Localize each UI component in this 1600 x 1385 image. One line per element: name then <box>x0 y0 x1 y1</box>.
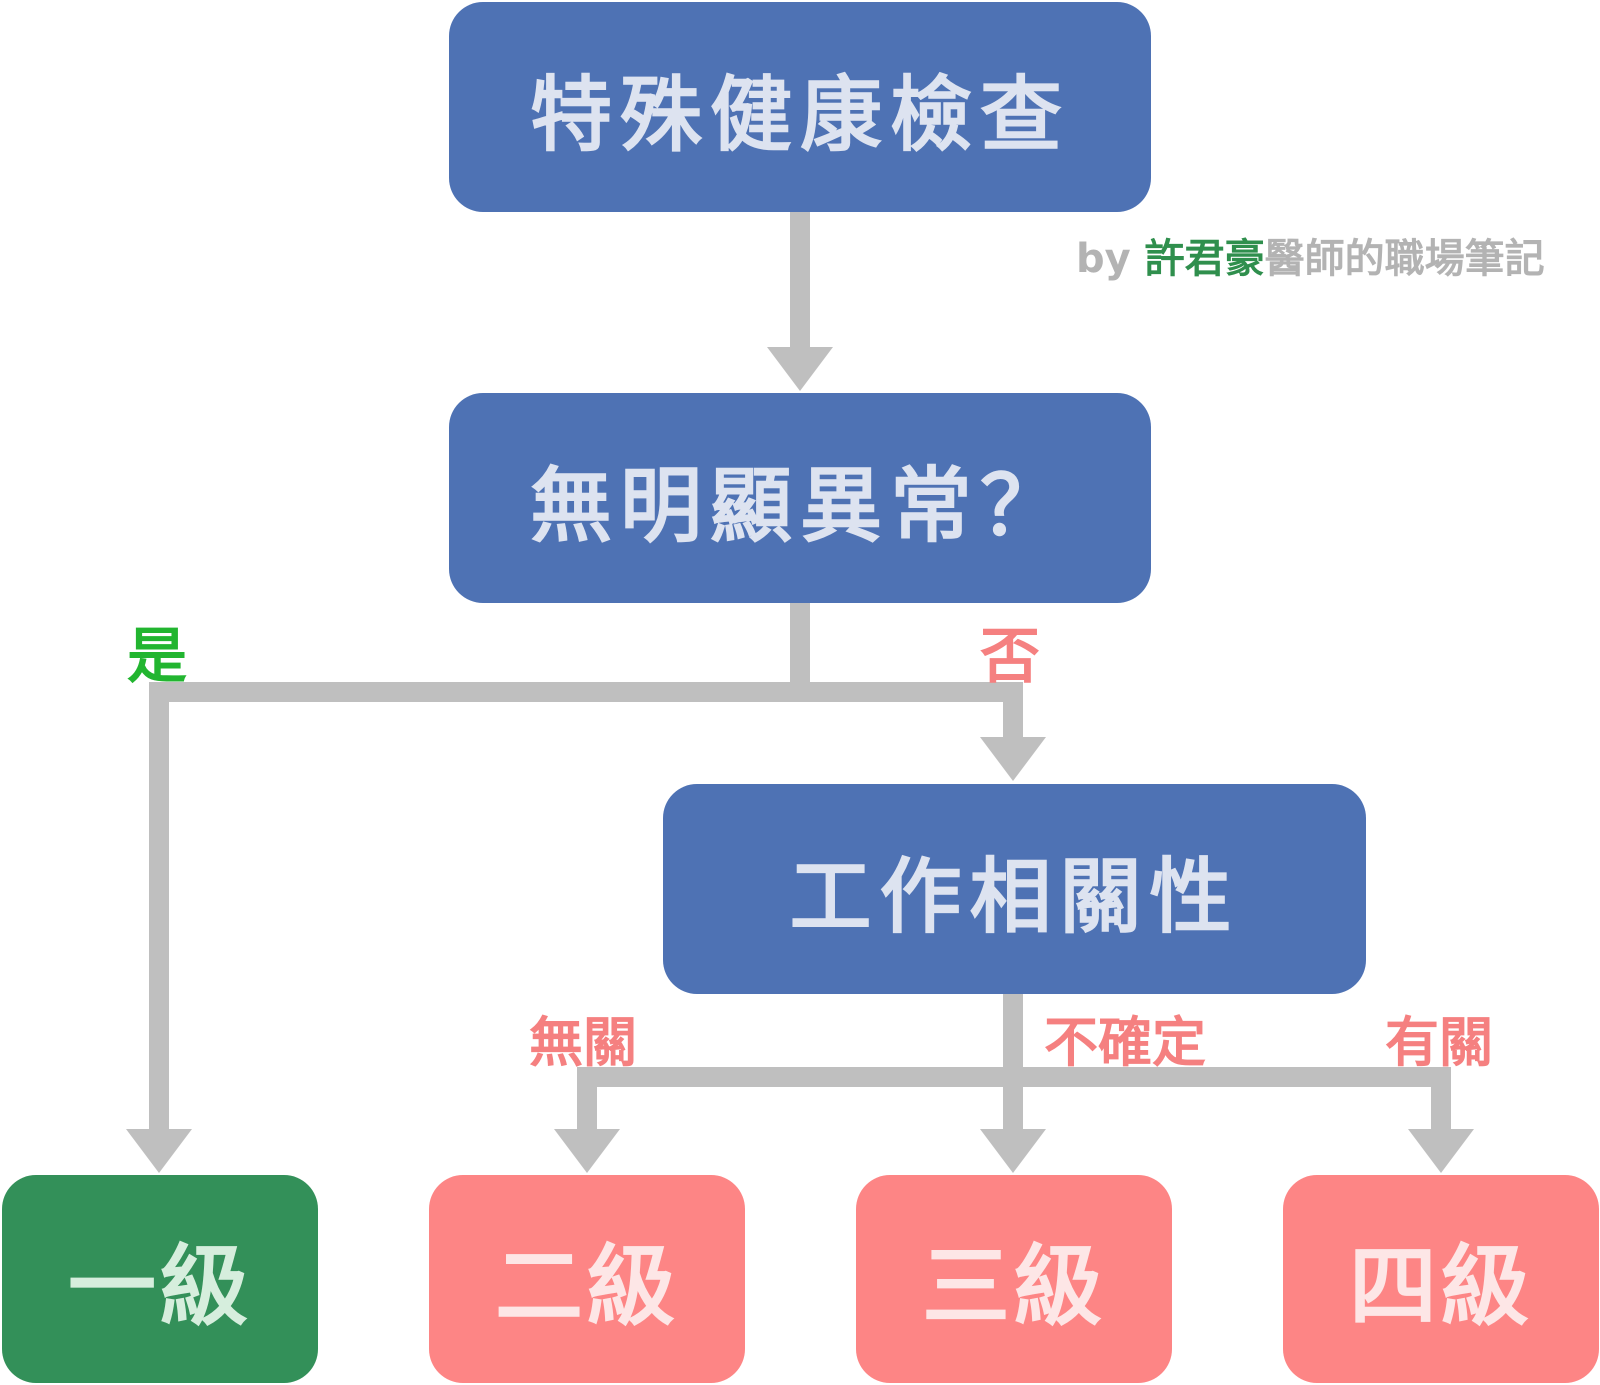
connector-no-branch <box>800 682 1023 742</box>
branch-label-unrelated: 無關 <box>529 1011 637 1074</box>
level3-label: 三級 <box>921 1234 1106 1338</box>
question-box-label: 無明顯異常？ <box>529 458 1070 554</box>
credit-prefix: by <box>1076 236 1131 282</box>
credit-suffix: 醫師的職場筆記 <box>1264 236 1545 282</box>
relevance-box-label: 工作相關性 <box>789 849 1240 945</box>
level4-box: 四級 <box>1283 1175 1599 1383</box>
level2-box: 二級 <box>429 1175 745 1383</box>
branch-label-related: 有關 <box>1385 1011 1493 1074</box>
connector-relevance-branches <box>577 1067 1451 1130</box>
author-credit: by 許君豪醫師的職場筆記 <box>1076 226 1545 284</box>
title-box-label: 特殊健康檢查 <box>529 67 1070 163</box>
level3-box: 三級 <box>856 1175 1172 1383</box>
title-box: 特殊健康檢查 <box>449 2 1151 212</box>
question-box: 無明顯異常？ <box>449 393 1151 603</box>
connector-question-branches <box>149 601 810 1130</box>
arrowhead-to-level4 <box>1408 1129 1474 1173</box>
level1-box: 一級 <box>2 1175 318 1383</box>
arrowhead-to-relevance <box>980 737 1046 781</box>
level2-label: 二級 <box>494 1234 679 1338</box>
arrowhead-to-level2 <box>554 1129 620 1173</box>
branch-label-yes: 是 <box>127 622 187 692</box>
branch-label-no: 否 <box>980 622 1040 692</box>
arrowhead-to-level3 <box>980 1129 1046 1173</box>
level4-label: 四級 <box>1348 1234 1533 1338</box>
branch-label-uncertain: 不確定 <box>1044 1011 1206 1074</box>
level1-label: 一級 <box>67 1234 252 1338</box>
credit-author-name: 許君豪 <box>1144 236 1265 282</box>
relevance-box: 工作相關性 <box>663 784 1366 994</box>
arrowhead-to-level1 <box>126 1129 192 1173</box>
arrowhead-to-question <box>767 347 833 391</box>
